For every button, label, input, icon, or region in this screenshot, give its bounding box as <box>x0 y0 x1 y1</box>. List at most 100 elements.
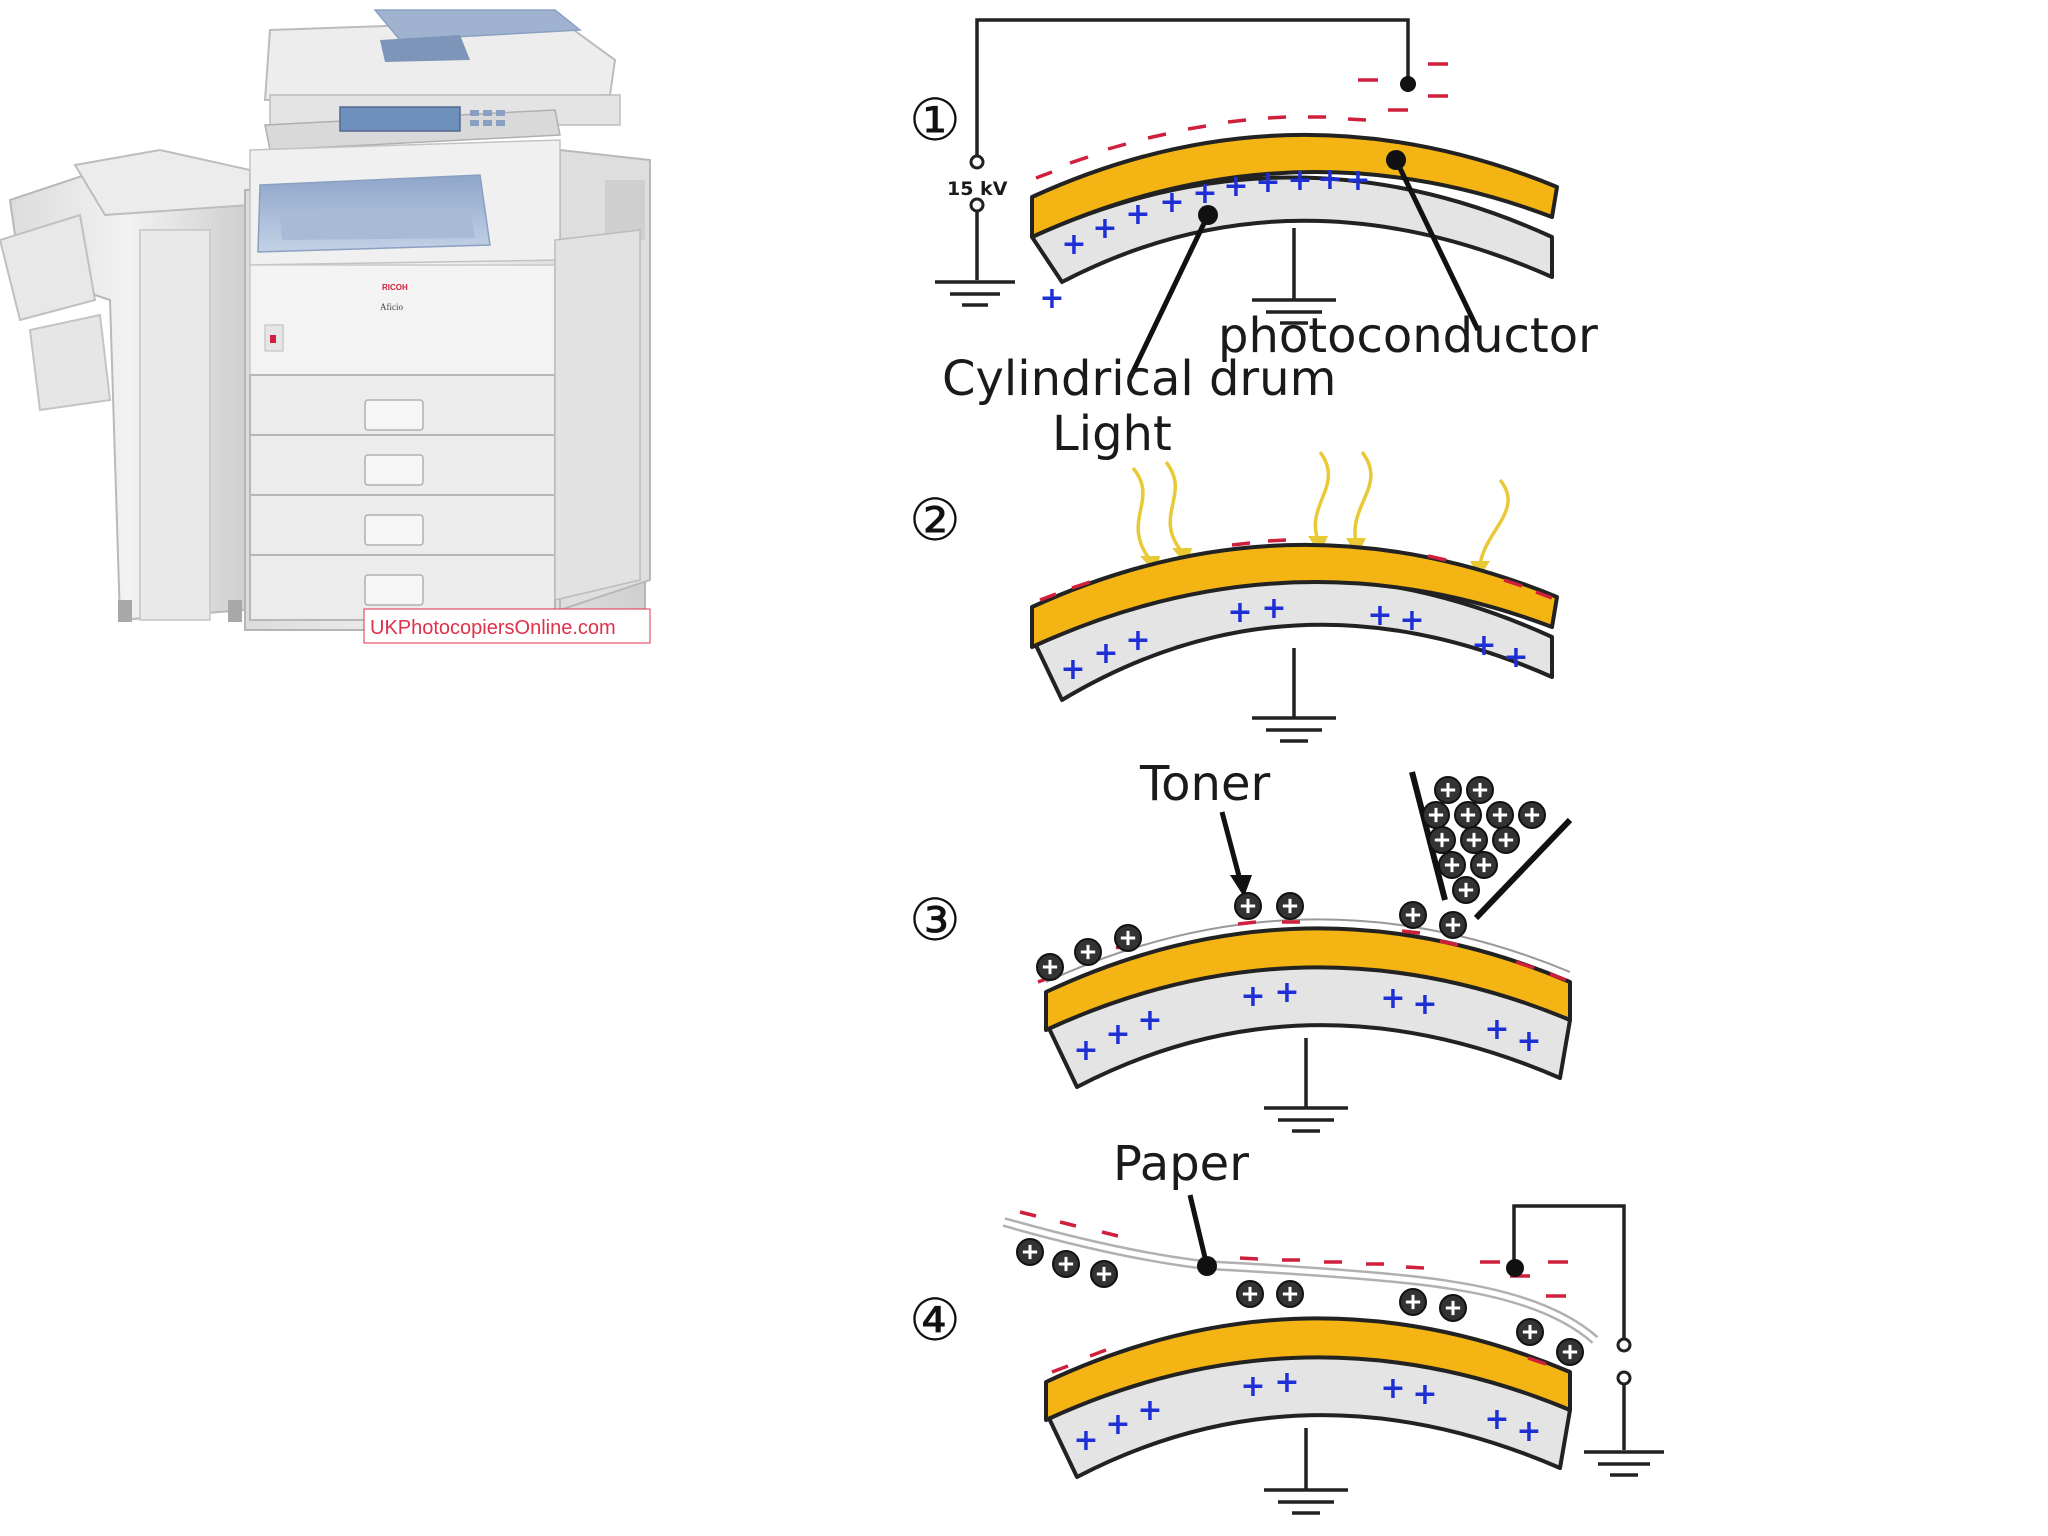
toner-particle <box>1452 876 1480 904</box>
svg-text:+: + <box>1516 1414 1541 1449</box>
step-4-number: ④ <box>909 1286 961 1354</box>
xerography-diagram: ① ② ③ ④ 15 kV <box>909 18 1664 1515</box>
step-1-charging: 15 kV <box>935 18 1598 407</box>
svg-text:+: + <box>1380 1371 1405 1406</box>
svg-text:+: + <box>1105 1407 1130 1442</box>
svg-text:+: + <box>1287 163 1312 198</box>
svg-text:+: + <box>1192 176 1217 211</box>
step-3-developing: Toner <box>1036 756 1573 1133</box>
surface-negative-charges-2 <box>1039 538 1553 602</box>
svg-text:+: + <box>1412 1377 1437 1412</box>
drum-positive-charges-2: + + + + + + + + + <box>1060 591 1528 687</box>
model-label: Aficio <box>380 302 403 312</box>
step-4-transfer: Paper <box>1002 1136 1664 1515</box>
svg-text:+: + <box>1255 165 1280 200</box>
voltage-label: 15 kV <box>947 178 1008 200</box>
ground-symbol-4a <box>1584 1450 1664 1477</box>
step-1-number: ① <box>909 86 961 154</box>
svg-text:+: + <box>1137 1393 1162 1428</box>
surface-negative-charges-1 <box>1035 115 1367 180</box>
toner-particles-4 <box>1016 1238 1584 1366</box>
svg-text:+: + <box>1125 623 1150 658</box>
svg-text:+: + <box>1240 979 1265 1014</box>
svg-text:+: + <box>1380 981 1405 1016</box>
toner-particle <box>1234 892 1262 920</box>
watermark-text: UKPhotocopiersOnline.com <box>370 617 616 639</box>
photoconductor-layer-4 <box>1044 1316 1572 1422</box>
toner-particle <box>1399 1288 1427 1316</box>
toner-particle <box>1439 1294 1467 1322</box>
svg-text:+: + <box>1317 162 1342 197</box>
toner-particle <box>1439 911 1467 939</box>
paper-label: Paper <box>1113 1136 1249 1192</box>
svg-text:+: + <box>1223 169 1248 204</box>
photocopier-photo: RICOH Aficio UKPhotocopiersOnline.com <box>0 9 651 644</box>
photoconductor-label: photoconductor <box>1218 308 1598 364</box>
toner-particle <box>1276 1280 1304 1308</box>
svg-text:+: + <box>1093 636 1118 671</box>
toner-particle <box>1438 851 1466 879</box>
photoconductor-layer-2 <box>1030 542 1559 649</box>
svg-text:+: + <box>1484 1402 1509 1437</box>
toner-particle <box>1492 826 1520 854</box>
toner-particle <box>1518 801 1546 829</box>
svg-text:+: + <box>1503 640 1528 675</box>
svg-text:+: + <box>1073 1423 1098 1458</box>
toner-hopper-particles <box>1422 776 1546 904</box>
toner-particle <box>1556 1338 1584 1366</box>
step-2-number: ② <box>909 486 961 554</box>
toner-particle <box>1516 1318 1544 1346</box>
toner-particle <box>1236 1280 1264 1308</box>
svg-text:+: + <box>1261 591 1286 626</box>
svg-text:+: + <box>1073 1033 1098 1068</box>
toner-particle <box>1276 892 1304 920</box>
svg-text:+: + <box>1227 595 1252 630</box>
drum-positive-charges-1: + + + + + + + + + + + <box>1039 162 1370 316</box>
surface-negative-charges-4 <box>1051 1348 1547 1374</box>
light-label: Light <box>1052 406 1172 462</box>
ground-symbol-1b <box>1252 298 1336 325</box>
svg-text:+: + <box>1367 598 1392 633</box>
drum-positive-charges-3: + + + + + + + + + <box>1073 975 1541 1068</box>
svg-text:+: + <box>1039 281 1064 316</box>
toner-particle <box>1399 901 1427 929</box>
svg-text:+: + <box>1274 1365 1299 1400</box>
photoconductor-layer-3 <box>1044 926 1572 1032</box>
toner-particle <box>1036 953 1064 981</box>
corona-wire <box>1400 76 1416 92</box>
svg-text:+: + <box>1484 1012 1509 1047</box>
ground-symbol-2 <box>1252 716 1336 743</box>
svg-text:+: + <box>1137 1003 1162 1038</box>
svg-text:+: + <box>1412 987 1437 1022</box>
watermark-box <box>363 608 651 644</box>
ground-symbol-4b <box>1264 1488 1348 1515</box>
toner-particle <box>1090 1260 1118 1288</box>
toner-particle <box>1454 801 1482 829</box>
toner-particle <box>1422 801 1450 829</box>
svg-text:+: + <box>1516 1024 1541 1059</box>
wire-negative-charges <box>1358 62 1448 112</box>
toner-label: Toner <box>1139 756 1270 812</box>
toner-particle <box>1428 826 1456 854</box>
toner-particle <box>1074 938 1102 966</box>
ground-symbol-3 <box>1264 1106 1348 1133</box>
toner-particles-3 <box>1036 892 1467 981</box>
svg-text:+: + <box>1060 652 1085 687</box>
paper-negative-charges <box>1019 1210 1568 1298</box>
toner-particle <box>1470 851 1498 879</box>
drum-label: Cylindrical drum <box>942 351 1336 407</box>
svg-text:+: + <box>1274 975 1299 1010</box>
toner-particle <box>1114 924 1142 952</box>
light-rays <box>1131 450 1510 566</box>
drum-positive-charges-4: + + + + + + + + + <box>1073 1365 1541 1458</box>
svg-text:+: + <box>1345 163 1370 198</box>
toner-particle <box>1434 776 1462 804</box>
svg-text:+: + <box>1240 1369 1265 1404</box>
toner-particle <box>1052 1250 1080 1278</box>
svg-text:+: + <box>1092 211 1117 246</box>
toner-particle <box>1460 826 1488 854</box>
toner-particle <box>1466 776 1494 804</box>
ground-symbol-1a <box>935 280 1015 307</box>
svg-text:+: + <box>1471 628 1496 663</box>
